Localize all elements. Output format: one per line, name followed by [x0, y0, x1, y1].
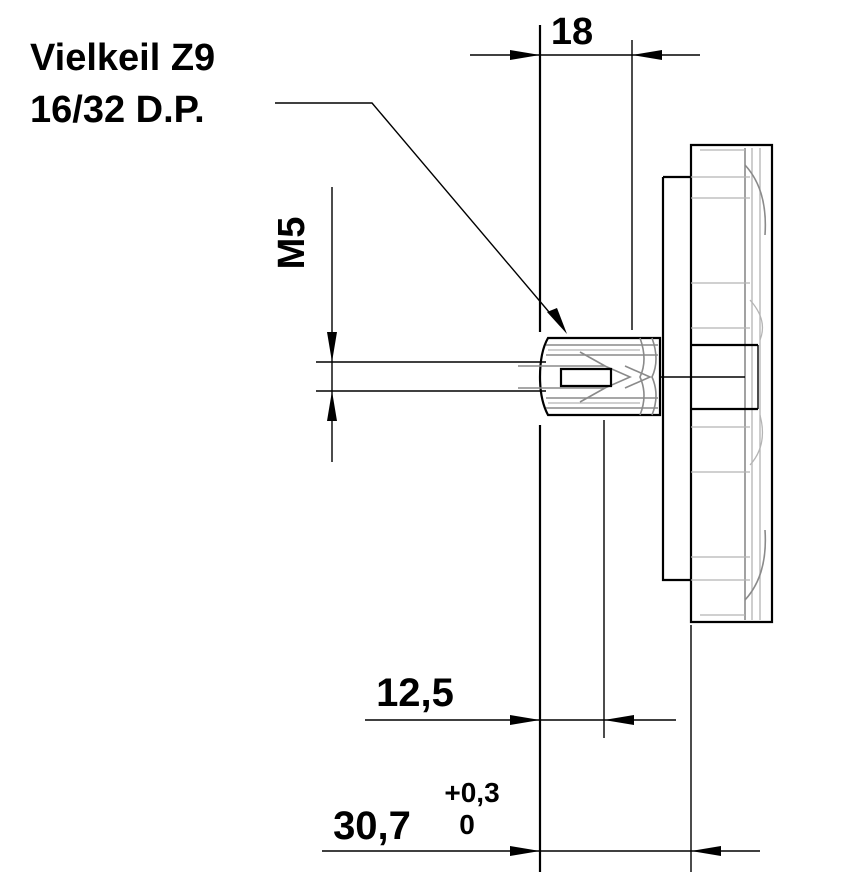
dimension-30-7: 30,7 +0,3 0 — [322, 777, 760, 856]
tolerance-upper: +0,3 — [444, 777, 499, 808]
thread-label: M5 — [271, 217, 313, 270]
spline-leader: Vielkeil Z9 16/32 D.P. — [30, 37, 567, 334]
dimension-12-5-label: 12,5 — [376, 671, 454, 715]
spline-label-line1: Vielkeil Z9 — [30, 37, 215, 79]
dimension-12-5: 12,5 — [365, 671, 676, 725]
tolerance-lower: 0 — [459, 809, 475, 840]
dimension-30-7-label: 30,7 — [333, 804, 411, 848]
flange-body — [661, 143, 774, 624]
spline-label-line2: 16/32 D.P. — [30, 89, 205, 131]
dimension-thread: M5 — [271, 217, 337, 421]
extension-lines — [316, 25, 692, 872]
splined-shaft — [518, 336, 745, 417]
dimension-18-label: 18 — [551, 11, 593, 53]
dimension-18: 18 — [470, 11, 700, 60]
